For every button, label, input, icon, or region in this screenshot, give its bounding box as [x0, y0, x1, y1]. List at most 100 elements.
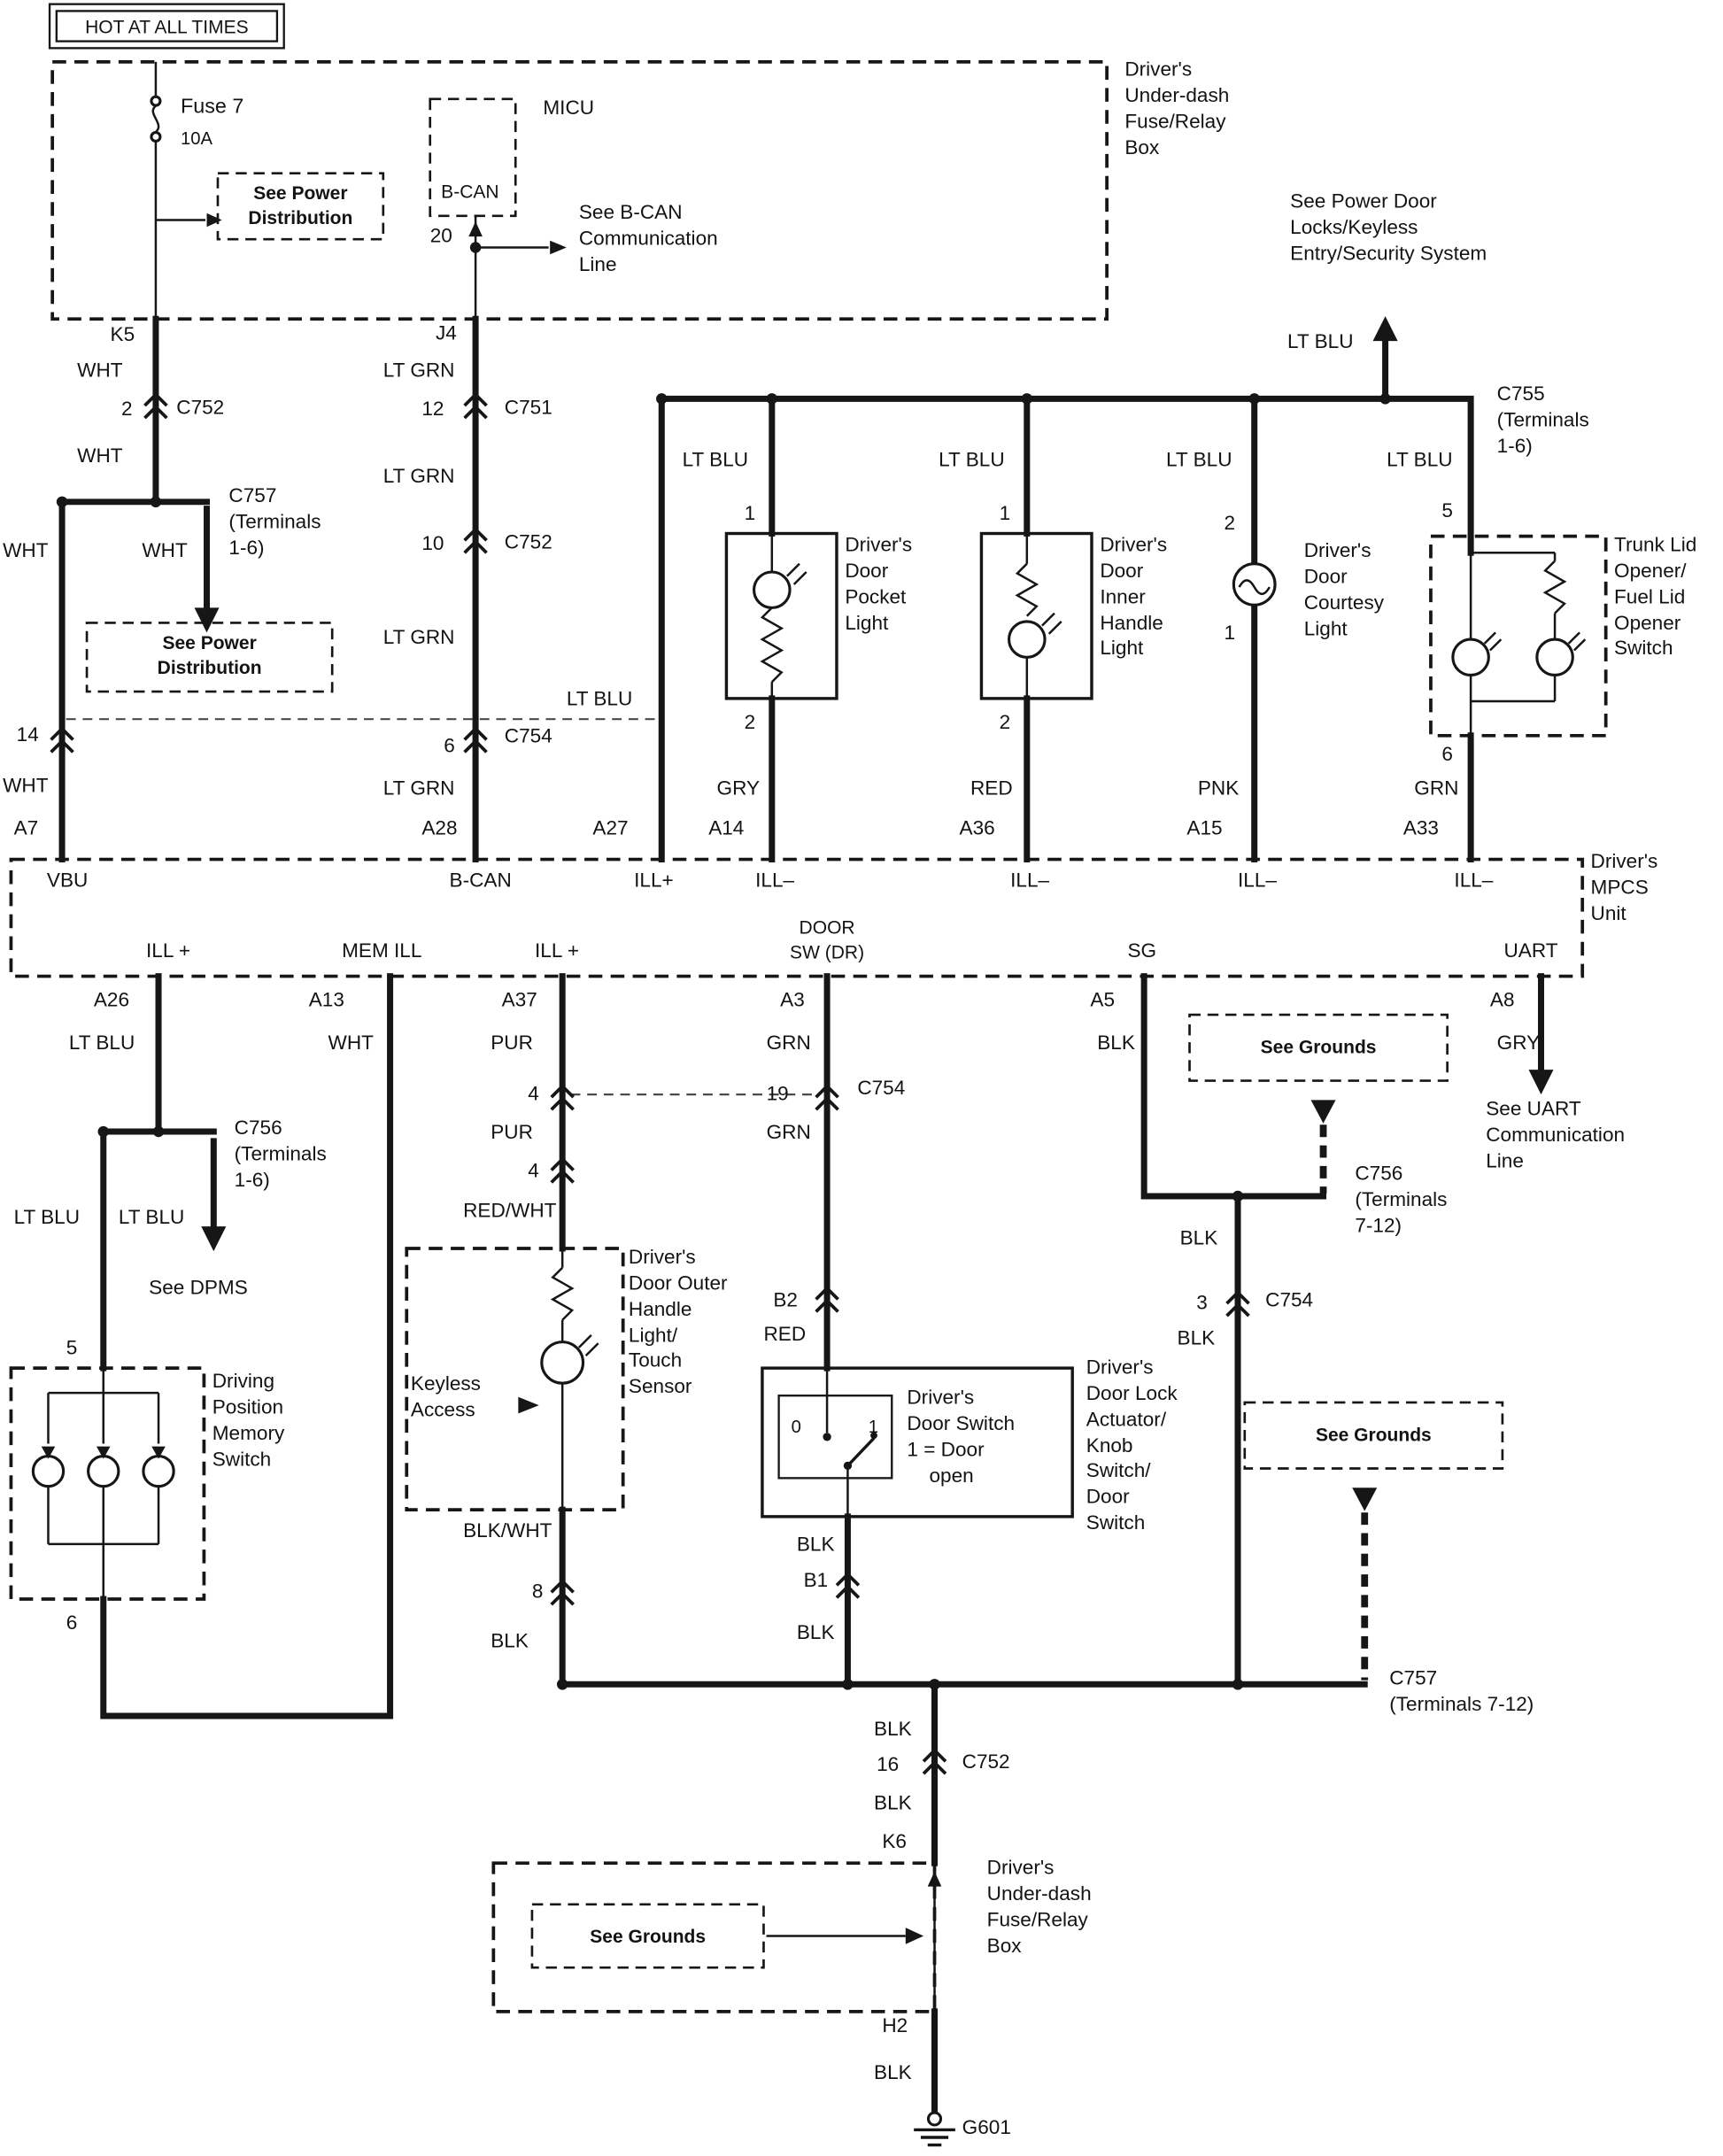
ltblu-mem-a: LT BLU [13, 1207, 81, 1230]
lamp-icon-courtesy [1232, 562, 1277, 607]
mpcs-title: Driver's MPCS Unit [1590, 851, 1658, 925]
switch-contact-0 [823, 1433, 831, 1441]
illplus-a37: ILL + [535, 940, 580, 963]
hot-at-all-times-box-outer [48, 3, 285, 50]
lamp-icon-memory-3 [142, 1454, 175, 1488]
pin-16: 16 [877, 1754, 900, 1777]
micu-title: MICU [543, 97, 595, 120]
pin-12: 12 [421, 398, 444, 421]
blk-g-b: BLK [874, 1792, 912, 1815]
lamp-icon-trunk-1 [1451, 638, 1490, 677]
grn-a3-b: GRN [766, 1122, 811, 1145]
see-bcan-line: See B-CAN Communication Line [578, 202, 718, 276]
c751: C751 [504, 397, 552, 420]
wht-left-c: WHT [3, 775, 49, 798]
pur-a: PUR [491, 1032, 533, 1055]
see-grounds-1: See Grounds [1260, 1036, 1377, 1058]
wht-a13: WHT [328, 1032, 374, 1055]
pin-3: 3 [1196, 1292, 1208, 1315]
gry-d1: GRY [716, 777, 761, 800]
pin-2-d1: 2 [744, 712, 756, 735]
see-power-distribution-box-2 [85, 622, 334, 693]
wht-left-b: WHT [142, 540, 188, 563]
ground-bars [914, 2128, 955, 2147]
wire-thick-main [58, 315, 1545, 2117]
a13: A13 [308, 990, 344, 1012]
arrow-keyless-access [518, 1396, 539, 1414]
courtesy-title: Driver's Door Courtesy Light [1303, 540, 1385, 640]
c752-c: C752 [962, 1751, 1010, 1774]
blkwht: BLK/WHT [463, 1520, 552, 1543]
lock-actuator-title: Driver's Door Lock Actuator/ Knob Switch… [1086, 1356, 1178, 1535]
b1: B1 [803, 1570, 829, 1593]
resistor-icons [550, 560, 1567, 1321]
illminus-a33: ILL– [1454, 869, 1494, 893]
lamp-icon-memory-1 [31, 1454, 66, 1488]
bcan-mpcs: B-CAN [449, 869, 512, 893]
c756-t16: C756 (Terminals 1-6) [234, 1117, 327, 1192]
ltblu-up: LT BLU [1287, 331, 1354, 354]
lamp-icon-outer-handle [540, 1341, 585, 1385]
c752-b: C752 [504, 531, 552, 554]
grn-d4: GRN [1414, 777, 1459, 800]
pin-2-d3: 2 [1224, 513, 1236, 536]
pin-20: 20 [429, 225, 452, 248]
lamp-icon-trunk-2 [1535, 638, 1574, 677]
fuse-terminal-top [150, 95, 162, 107]
lamp-icon-pocket [753, 570, 792, 609]
arrow-see-dpms [201, 1226, 227, 1252]
ltblu-d4: LT BLU [1387, 449, 1453, 472]
fuse-icon [150, 95, 162, 143]
pocket-light-box [724, 531, 838, 700]
see-grounds-box-2 [1243, 1401, 1504, 1470]
pocket-light-title: Driver's Door Pocket Light [845, 535, 913, 635]
ground-terminal [926, 2111, 943, 2127]
junction-dots [56, 242, 1391, 1690]
sw-0: 0 [791, 1416, 801, 1437]
c757-t16: C757 (Terminals 1-6) [228, 485, 321, 560]
uart-a8: UART [1503, 940, 1558, 963]
a26: A26 [93, 990, 130, 1012]
ltblu-a26: LT BLU [68, 1032, 135, 1055]
c756-t712: C756 (Terminals 7-12) [1355, 1163, 1448, 1238]
a27: A27 [592, 817, 629, 840]
outer-handle-title: Driver's Door Outer Handle Light/ Touch … [628, 1247, 728, 1399]
fuse-rating: 10A [180, 128, 212, 149]
lamp-icon-memory-2 [87, 1454, 120, 1488]
fuse-terminal-bottom [150, 130, 162, 143]
fuse-element [151, 104, 160, 134]
hot-at-all-times-box-inner [55, 10, 279, 43]
resistor-icon-outer-handle [550, 1266, 575, 1321]
ltgrn-c: LT GRN [382, 627, 455, 649]
diode-arrow-memory-2 [96, 1446, 111, 1459]
fuse-name: Fuse 7 [180, 95, 244, 119]
see-grounds-box-1 [1188, 1013, 1449, 1082]
blk-act-b: BLK [1177, 1328, 1216, 1350]
arrow-to-see-bcan [550, 240, 567, 255]
connector-chevrons [50, 392, 1250, 1775]
c754-b: C754 [857, 1078, 906, 1101]
door-switch-icon [823, 1432, 877, 1471]
a36: A36 [959, 817, 995, 840]
a33: A33 [1402, 817, 1440, 840]
arrow-ground-c757 [1352, 1488, 1378, 1511]
pin-6-d4: 6 [1441, 744, 1453, 766]
wire-thin [47, 61, 1557, 2012]
pin-5-d4: 5 [1441, 500, 1453, 523]
lamp-icons [31, 562, 1587, 1488]
illminus-a14: ILL– [755, 869, 795, 893]
ltblu-d2: LT BLU [939, 449, 1005, 472]
illminus-a15: ILL– [1238, 869, 1277, 893]
resistor-icon-pocket [760, 607, 784, 684]
pin-2: 2 [120, 398, 133, 421]
c752-a: C752 [176, 397, 225, 420]
door-switch-title: Driver's Door Switch 1 = Door open [907, 1387, 1016, 1488]
c754-a: C754 [504, 725, 552, 748]
hot-at-all-times: HOT AT ALL TIMES [85, 16, 249, 37]
pur-b: PUR [491, 1122, 533, 1145]
resistor-icon-inner-handle [1015, 562, 1039, 617]
illminus-a36: ILL– [1010, 869, 1050, 893]
grn-a3-a: GRN [766, 1032, 811, 1055]
inner-handle-title: Driver's Door Inner Handle Light [1100, 535, 1168, 661]
ltblu-a27: LT BLU [566, 689, 633, 711]
